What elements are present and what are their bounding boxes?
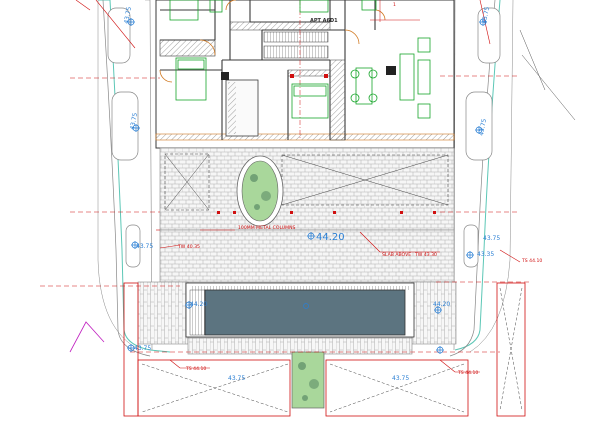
ts-bottom-right: TS 44.10 bbox=[457, 370, 478, 376]
apartment-label: APT A6D1 bbox=[310, 18, 338, 24]
bottom-right-level: 43.75 bbox=[392, 375, 409, 382]
garden-strip bbox=[291, 351, 325, 409]
unit-number: 1 bbox=[393, 2, 396, 8]
level-right-low: 43.75 bbox=[483, 235, 500, 242]
swimming-pool bbox=[185, 282, 415, 338]
furniture bbox=[169, 0, 431, 119]
ts-bottom-left: TS 44.10 bbox=[185, 366, 206, 372]
level-left-top: 43.75 bbox=[123, 6, 133, 24]
oval-planter bbox=[236, 155, 284, 227]
slab-note: SLAB ABOVE bbox=[382, 252, 411, 258]
lower-zones bbox=[123, 282, 526, 417]
level-left-low: 43.75 bbox=[136, 243, 153, 250]
level-bottom-left-edge: 43.75 bbox=[134, 345, 151, 352]
pool-left-level: 44.20 bbox=[190, 301, 207, 308]
level-markers bbox=[127, 18, 487, 354]
tw-left: TW 40.35 bbox=[177, 244, 200, 250]
dimension-lines bbox=[40, 0, 530, 373]
sketch-line bbox=[69, 321, 105, 353]
center-level: 44.20 bbox=[316, 232, 345, 243]
paved-terrace bbox=[137, 147, 457, 355]
column-note: 100MM METAL COLUMNS bbox=[238, 225, 296, 231]
building bbox=[155, 0, 455, 149]
ts-right: TS 44.10 bbox=[521, 258, 542, 264]
level-right-top: 43.75 bbox=[481, 6, 491, 24]
bottom-left-level: 43.75 bbox=[228, 375, 245, 382]
level-right-low-2: 43.35 bbox=[477, 251, 494, 258]
level-right-mid: 43.75 bbox=[478, 118, 488, 136]
level-left-mid: 43.75 bbox=[129, 112, 139, 130]
tw-slab: TW 43.30 bbox=[414, 252, 437, 258]
pool-right-level: 44.20 bbox=[433, 301, 450, 308]
